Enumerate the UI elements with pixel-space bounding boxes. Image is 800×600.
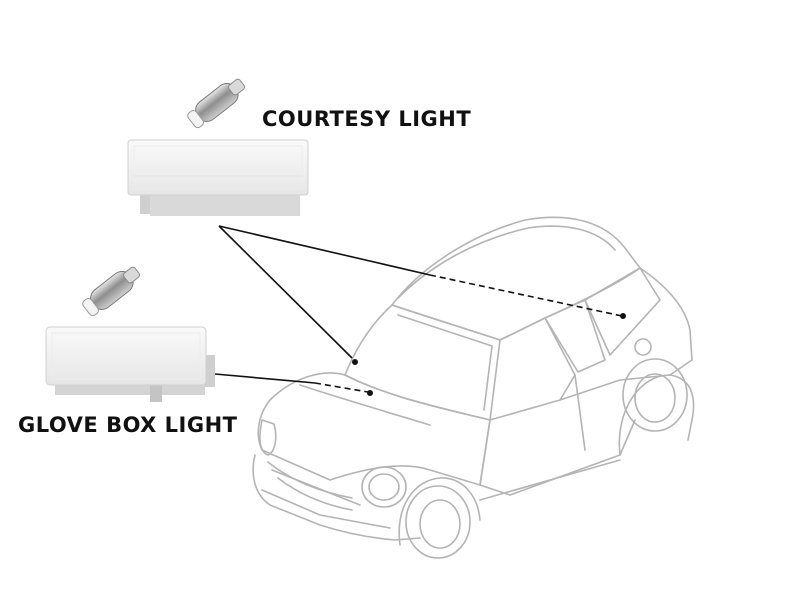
leader-courtesy-rear-solid — [218, 225, 431, 276]
car-grille — [267, 461, 353, 499]
courtesy-light-bulb — [187, 78, 246, 129]
car-rear-wheel-arch — [618, 374, 695, 456]
leader-lines — [214, 225, 623, 393]
car-headlight-left — [259, 419, 277, 456]
courtesy-light-label: COURTESY LIGHT — [262, 107, 472, 131]
location-point-courtesy-front — [352, 359, 358, 365]
glove-box-light-bulb — [82, 266, 141, 317]
glove-box-light-label: GLOVE BOX LIGHT — [18, 413, 238, 437]
leader-courtesy-front — [218, 225, 353, 359]
leader-courtesy-rear-dashed — [429, 274, 623, 317]
location-points — [352, 313, 626, 396]
car-hood — [257, 372, 491, 486]
location-point-courtesy-rear — [620, 313, 626, 319]
car-front-bumper — [252, 454, 421, 541]
car-outline — [252, 216, 695, 559]
car-front-wheel-arch — [398, 477, 481, 546]
location-point-glovebox — [367, 390, 373, 396]
car-rear-wheel — [622, 358, 688, 432]
car-roof — [391, 216, 641, 341]
leader-glovebox-solid — [214, 373, 316, 384]
courtesy-light-lamp — [127, 139, 309, 216]
leader-glovebox-dashed — [314, 382, 369, 393]
glove-box-light-lamp — [45, 326, 215, 402]
car-headlight-right — [361, 466, 407, 508]
car-front-wheel — [405, 485, 471, 559]
